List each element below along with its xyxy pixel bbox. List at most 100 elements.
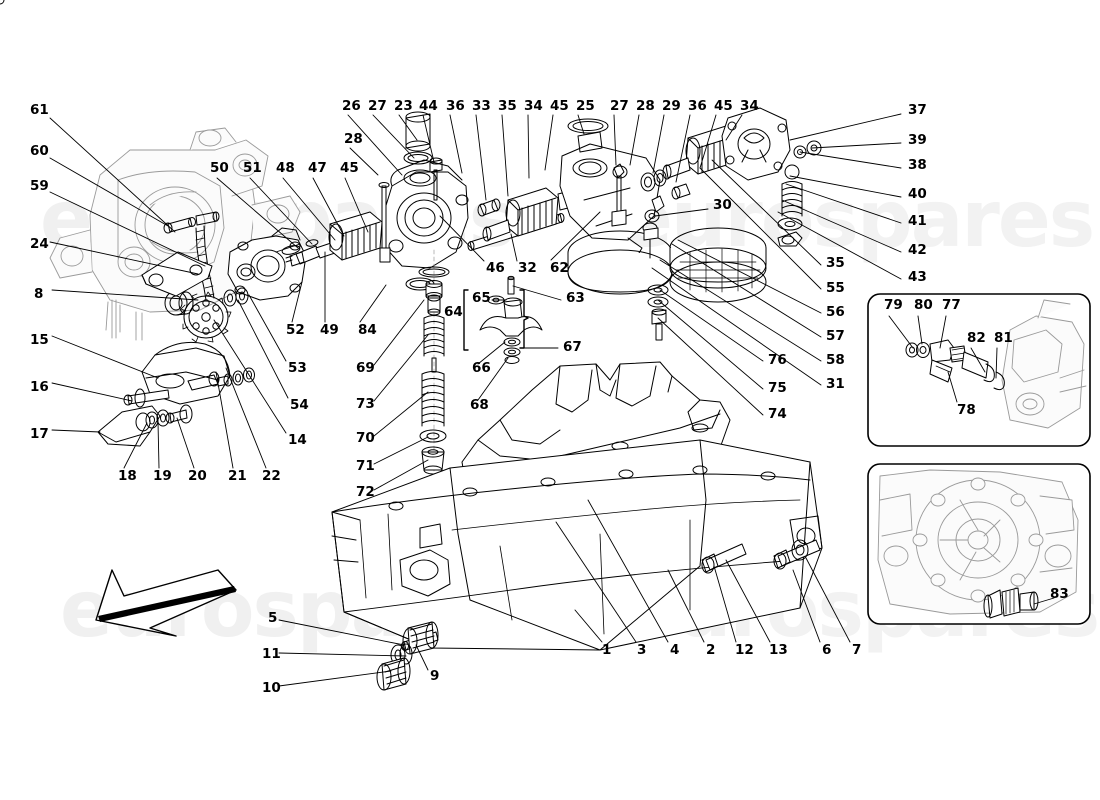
callout-6: 6 bbox=[822, 642, 832, 658]
callout-81: 81 bbox=[994, 330, 1013, 346]
callout-22: 22 bbox=[262, 468, 281, 484]
callout-64: 64 bbox=[444, 304, 463, 320]
leader-lines bbox=[49, 113, 1055, 687]
pump-housing-front bbox=[378, 111, 469, 291]
callout-28-right: 28 bbox=[636, 98, 655, 114]
callout-15: 15 bbox=[30, 332, 49, 348]
oil-pump-pickup-assembly bbox=[97, 341, 255, 447]
callout-42: 42 bbox=[908, 242, 927, 258]
callout-19: 19 bbox=[153, 468, 172, 484]
spring-column-assembly bbox=[418, 249, 450, 509]
callout-26: 26 bbox=[342, 98, 361, 114]
callout-61: 61 bbox=[30, 102, 49, 118]
callout-1: 1 bbox=[602, 642, 612, 658]
callout-3: 3 bbox=[637, 642, 647, 658]
pressure-relief-valve-stack bbox=[777, 140, 822, 247]
callout-46: 46 bbox=[486, 260, 505, 276]
spring-upper bbox=[423, 315, 445, 357]
callout-11: 11 bbox=[262, 646, 281, 662]
callout-20: 20 bbox=[188, 468, 207, 484]
callout-48: 48 bbox=[276, 160, 295, 176]
callout-47: 47 bbox=[308, 160, 327, 176]
callout-65: 65 bbox=[472, 290, 491, 306]
plug-36 bbox=[477, 198, 501, 217]
callout-9: 9 bbox=[430, 668, 440, 684]
callout-40: 40 bbox=[908, 186, 927, 202]
callout-30: 30 bbox=[713, 197, 732, 213]
callout-39: 39 bbox=[908, 132, 927, 148]
callout-37: 37 bbox=[908, 102, 927, 118]
washers-53-54 bbox=[223, 287, 249, 307]
callout-33: 33 bbox=[472, 98, 491, 114]
drain-plug-9 bbox=[402, 621, 439, 655]
callout-63: 63 bbox=[566, 290, 585, 306]
callout-10: 10 bbox=[262, 680, 281, 696]
callout-79: 79 bbox=[884, 297, 903, 313]
callout-77: 77 bbox=[942, 297, 961, 313]
callout-53: 53 bbox=[288, 360, 307, 376]
oil-pan-sump bbox=[331, 439, 823, 651]
callout-82: 82 bbox=[967, 330, 986, 346]
bush-10 bbox=[376, 657, 411, 691]
callout-70: 70 bbox=[356, 430, 375, 446]
callout-32: 32 bbox=[518, 260, 537, 276]
callout-7: 7 bbox=[852, 642, 862, 658]
callout-23: 23 bbox=[394, 98, 413, 114]
callout-12: 12 bbox=[735, 642, 754, 658]
oil-filter-element-right bbox=[669, 227, 767, 303]
callout-62: 62 bbox=[550, 260, 569, 276]
callout-5: 5 bbox=[268, 610, 278, 626]
callout-55: 55 bbox=[826, 280, 845, 296]
callout-43: 43 bbox=[908, 269, 927, 285]
callout-4: 4 bbox=[670, 642, 680, 658]
callout-36-right: 36 bbox=[688, 98, 707, 114]
callout-84: 84 bbox=[358, 322, 377, 338]
bolt-60-61 bbox=[163, 211, 220, 234]
callout-49: 49 bbox=[320, 322, 339, 338]
pump-end-cover-37 bbox=[0, 0, 791, 181]
callout-8: 8 bbox=[34, 286, 44, 302]
callout-35-right: 35 bbox=[826, 255, 845, 271]
callout-66: 66 bbox=[472, 360, 491, 376]
spray-nozzle-assembly bbox=[479, 275, 543, 364]
callout-52: 52 bbox=[286, 322, 305, 338]
callout-28-left: 28 bbox=[344, 131, 363, 147]
callout-59: 59 bbox=[30, 178, 49, 194]
callout-78: 78 bbox=[957, 402, 976, 418]
callout-21: 21 bbox=[228, 468, 247, 484]
callout-29: 29 bbox=[662, 98, 681, 114]
callout-14: 14 bbox=[288, 432, 307, 448]
spring-lower bbox=[421, 371, 445, 427]
callout-76: 76 bbox=[768, 352, 787, 368]
callout-68: 68 bbox=[470, 397, 489, 413]
filter-mount-fitting bbox=[642, 195, 669, 341]
inset-panel-flywheel-housing bbox=[867, 463, 1091, 625]
oil-pan-bolts bbox=[701, 539, 821, 574]
callout-44: 44 bbox=[419, 98, 438, 114]
crank-sensor-83 bbox=[983, 587, 1039, 619]
callout-16: 16 bbox=[30, 379, 49, 395]
bracket-59 bbox=[141, 251, 213, 297]
callout-25: 25 bbox=[576, 98, 595, 114]
callout-24: 24 bbox=[30, 236, 49, 252]
callout-34-right: 34 bbox=[740, 98, 759, 114]
callout-36-left: 36 bbox=[446, 98, 465, 114]
drain-plug-assembly bbox=[376, 621, 439, 691]
callout-27-left: 27 bbox=[368, 98, 387, 114]
callout-2: 2 bbox=[706, 642, 716, 658]
engine-block-ghost bbox=[49, 127, 301, 341]
callout-38: 38 bbox=[908, 157, 927, 173]
callout-75: 75 bbox=[768, 380, 787, 396]
callout-50: 50 bbox=[210, 160, 229, 176]
callout-45-right: 45 bbox=[714, 98, 733, 114]
inset-panel-pressure-sensor bbox=[867, 293, 1091, 447]
callout-18: 18 bbox=[118, 468, 137, 484]
callout-74: 74 bbox=[768, 406, 787, 422]
callout-41: 41 bbox=[908, 213, 927, 229]
oil-filter-element-left bbox=[567, 230, 673, 295]
callout-27-right: 27 bbox=[610, 98, 629, 114]
callout-72: 72 bbox=[356, 484, 375, 500]
callout-31: 31 bbox=[826, 376, 845, 392]
callout-54: 54 bbox=[290, 397, 309, 413]
